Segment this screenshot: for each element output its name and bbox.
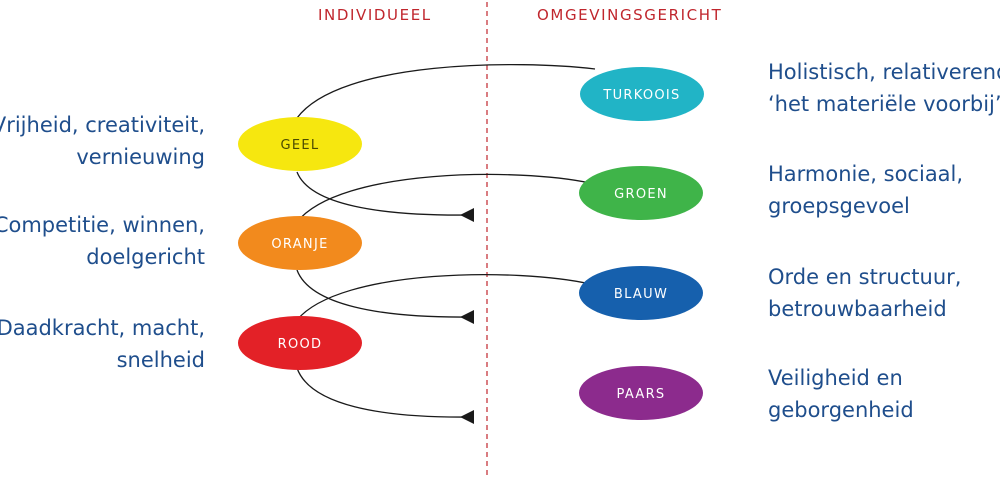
spiral-connectors — [296, 64, 596, 418]
label-turkoois: TURKOOIS — [602, 88, 680, 103]
connector-groen-oranje — [296, 173, 591, 223]
ellipse-oranje: ORANJE — [238, 216, 362, 270]
ellipse-blauw: BLAUW — [579, 266, 703, 320]
desc-blauw: Orde en structuur, betrouwbaarheid — [768, 261, 961, 325]
label-blauw: BLAUW — [614, 287, 668, 302]
ellipse-groen: GROEN — [579, 166, 703, 220]
desc-turkoois-line2: ‘het materiële voorbij’ — [768, 92, 1000, 116]
desc-oranje-line2: doelgericht — [86, 245, 205, 269]
desc-oranje: Competitie, winnen, doelgericht — [0, 209, 205, 273]
desc-paars-line2: geborgenheid — [768, 398, 914, 422]
connector-blauw-rood — [296, 274, 591, 321]
desc-blauw-line1: Orde en structuur, — [768, 265, 962, 289]
desc-rood-line2: snelheid — [116, 348, 205, 372]
connector-geel-groen — [296, 171, 471, 216]
header-individueel: INDIVIDUEEL — [318, 6, 432, 24]
desc-oranje-line1: Competitie, winnen, — [0, 213, 205, 237]
arrowhead-groen — [460, 208, 474, 222]
desc-groen-line2: groepsgevoel — [768, 194, 910, 218]
label-rood: ROOD — [278, 337, 323, 352]
connector-rood-paars — [296, 367, 471, 418]
ellipse-rood: ROOD — [238, 316, 362, 370]
desc-blauw-line2: betrouwbaarheid — [768, 297, 947, 321]
desc-turkoois: Holistisch, relativerend ‘het materiële … — [768, 56, 1000, 120]
desc-groen-line1: Harmonie, sociaal, — [768, 162, 964, 186]
desc-paars: Veiligheid en geborgenheid — [768, 362, 914, 426]
arrowhead-paars — [460, 410, 474, 424]
label-oranje: ORANJE — [271, 237, 328, 252]
arrowhead-blauw — [460, 310, 474, 324]
ellipse-paars: PAARS — [579, 366, 703, 420]
desc-rood-line1: Daadkracht, macht, — [0, 316, 205, 340]
label-paars: PAARS — [617, 387, 666, 402]
desc-groen: Harmonie, sociaal, groepsgevoel — [768, 158, 963, 222]
desc-geel-line1: Vrijheid, creativiteit, — [0, 113, 205, 137]
desc-geel: Vrijheid, creativiteit, vernieuwing — [0, 109, 205, 173]
desc-geel-line2: vernieuwing — [76, 145, 205, 169]
ellipse-turkoois: TURKOOIS — [580, 67, 704, 121]
ellipse-geel: GEEL — [238, 117, 362, 171]
desc-rood: Daadkracht, macht, snelheid — [0, 312, 205, 376]
connector-oranje-blauw — [296, 269, 471, 318]
desc-turkoois-line1: Holistisch, relativerend — [768, 60, 1000, 84]
header-omgevingsgericht: OMGEVINGSGERICHT — [537, 6, 723, 24]
connector-turkoois-geel — [296, 64, 596, 119]
label-geel: GEEL — [281, 138, 320, 153]
desc-paars-line1: Veiligheid en — [768, 366, 903, 390]
label-groen: GROEN — [614, 187, 668, 202]
